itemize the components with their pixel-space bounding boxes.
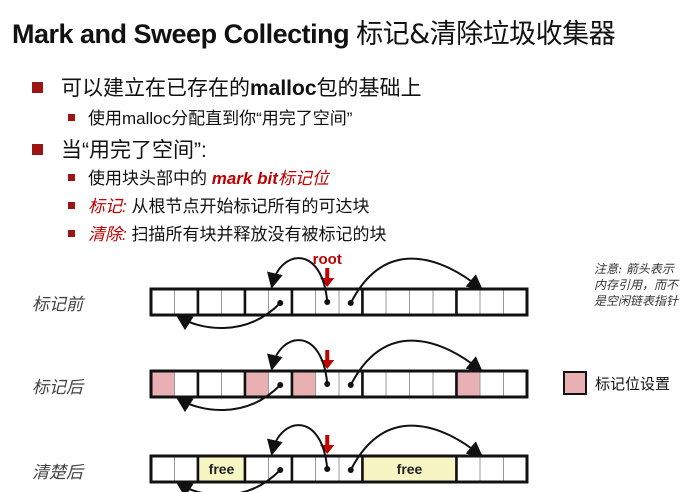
bullet-text: 当“用完了空间”: xyxy=(61,139,207,162)
bullet-text: 可以建立在已存在的 xyxy=(61,77,250,100)
heap-word-cell xyxy=(244,455,269,483)
heap-word-cell xyxy=(479,288,504,316)
pointer-arrow xyxy=(175,469,281,492)
heap-word-cell xyxy=(456,288,481,316)
heap-word-cell xyxy=(150,288,175,316)
bullet-text: 标记位 xyxy=(277,169,329,188)
pointer-arrow xyxy=(267,339,329,385)
pointer-arrow xyxy=(349,424,484,471)
free-block xyxy=(198,456,245,482)
root-label: root xyxy=(313,251,342,268)
bullet-square-icon xyxy=(68,174,75,181)
bullet-text: 扫描所有块并释放没有被标记的块 xyxy=(126,225,387,244)
heap-word-cell xyxy=(456,455,481,483)
slide-title: Mark and Sweep Collecting 标记&清除垃圾收集器 xyxy=(12,12,616,51)
heap-word-cell xyxy=(174,370,199,398)
pointer-arrow xyxy=(267,257,329,303)
bullet-square-icon xyxy=(32,82,43,93)
heap-word-cell xyxy=(197,288,222,316)
heap-outline xyxy=(149,369,529,399)
bullet-text: 使用块头部中的 xyxy=(88,169,212,188)
heap-word-cell xyxy=(503,370,528,398)
heap-word-cell xyxy=(174,455,199,483)
sub-bullet: 清除: 扫描所有块并释放没有被标记的块 xyxy=(68,220,386,245)
pointer-arrow xyxy=(267,424,329,470)
free-block xyxy=(362,456,457,482)
heap-word-cell xyxy=(291,455,316,483)
legend-label: 标记位设置 xyxy=(595,376,671,393)
heap-word-cell xyxy=(244,288,269,316)
marked-header-cell xyxy=(150,370,175,398)
bullet-text: 使用malloc分配直到你“用完了空间” xyxy=(88,109,353,128)
heap-word-cell xyxy=(503,455,528,483)
heap-word-cell xyxy=(362,370,387,398)
legend-mark-swatch xyxy=(563,371,587,395)
row-label-after-mark: 标记后 xyxy=(32,378,83,397)
bullet-text: 包的基础上 xyxy=(316,77,422,100)
bullet-square-icon xyxy=(68,114,75,121)
note-line: 是空闲链表指针 xyxy=(594,294,679,308)
title-en: Mark and Sweep Collecting xyxy=(12,19,357,49)
bullet: 可以建立在已存在的malloc包的基础上 xyxy=(32,72,422,102)
heap-word-cell xyxy=(432,288,457,316)
bullet-text: 清除: xyxy=(88,225,127,244)
bullet-text: mark bit xyxy=(211,169,278,188)
heap-outline xyxy=(149,454,529,484)
bullet-text: 从根节点开始标记所有的可达块 xyxy=(126,197,370,216)
note-line: 注意: 箭头表示 xyxy=(594,262,674,276)
pointer-arrow xyxy=(175,384,281,413)
heap-word-cell xyxy=(479,455,504,483)
heap-word-cell xyxy=(221,288,246,316)
heap-word-cell xyxy=(503,288,528,316)
heap-word-cell xyxy=(174,288,199,316)
bullet: 当“用完了空间”: xyxy=(32,134,207,164)
heap-word-cell xyxy=(409,288,434,316)
heap-word-cell xyxy=(432,370,457,398)
sub-bullet: 标记: 从根节点开始标记所有的可达块 xyxy=(68,192,369,217)
pointer-arrow xyxy=(349,339,484,386)
title-cn: 标记&清除垃圾收集器 xyxy=(356,19,616,50)
heap-outline xyxy=(149,287,529,317)
heap-word-cell xyxy=(221,370,246,398)
heap-word-cell xyxy=(150,455,175,483)
marked-header-cell xyxy=(456,370,481,398)
heap-word-cell xyxy=(385,288,410,316)
pointer-arrow xyxy=(175,302,281,331)
heap-word-cell xyxy=(479,370,504,398)
sub-bullet: 使用malloc分配直到你“用完了空间” xyxy=(68,104,352,129)
free-label: free xyxy=(397,461,423,477)
heap-word-cell xyxy=(197,370,222,398)
marked-header-cell xyxy=(291,370,316,398)
bullet-square-icon xyxy=(68,202,75,209)
free-label: free xyxy=(209,461,235,477)
pointer-arrow xyxy=(349,257,484,304)
heap-word-cell xyxy=(291,288,316,316)
note-text: 注意: 箭头表示 内存引用，而不 是空闲链表指针 xyxy=(594,261,678,309)
heap-word-cell xyxy=(409,370,434,398)
sub-bullet: 使用块头部中的 mark bit标记位 xyxy=(68,164,329,189)
note-line: 内存引用，而不 xyxy=(594,278,679,292)
bullet-square-icon xyxy=(68,230,75,237)
bullet-text: 标记: xyxy=(88,197,127,216)
bullet-text: malloc xyxy=(250,77,317,100)
marked-header-cell xyxy=(244,370,269,398)
row-label-before: 标记前 xyxy=(32,295,83,314)
bullet-square-icon xyxy=(32,144,43,155)
row-label-after-sweep: 清楚后 xyxy=(32,463,83,482)
heap-word-cell xyxy=(362,288,387,316)
heap-word-cell xyxy=(385,370,410,398)
